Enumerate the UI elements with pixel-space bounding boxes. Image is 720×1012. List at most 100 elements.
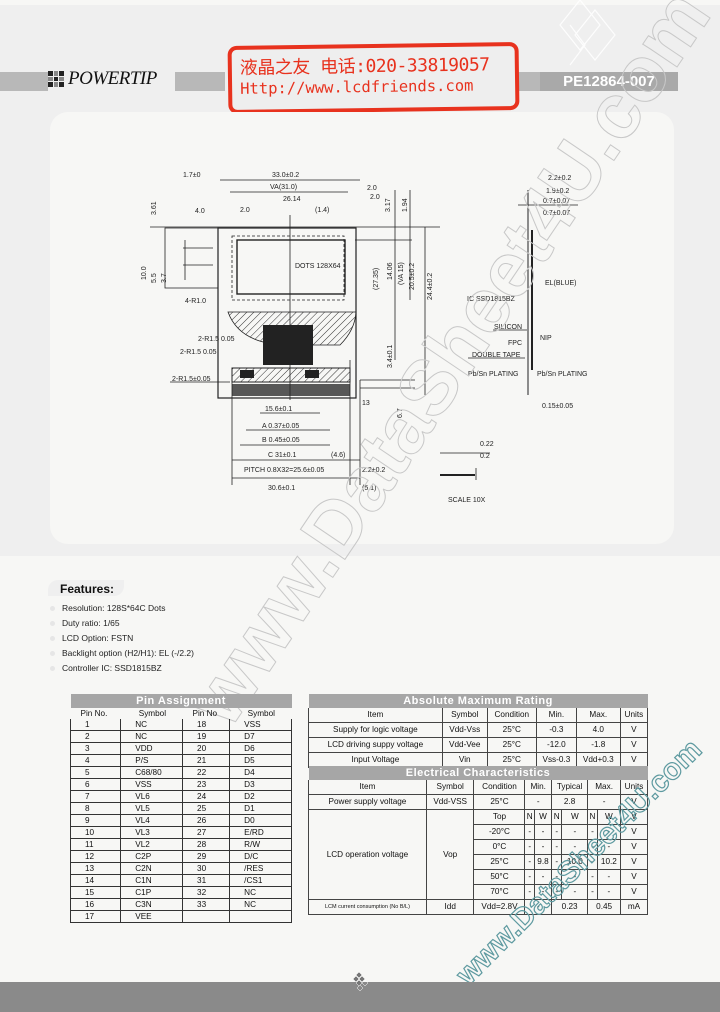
svg-text:0.7±0.07: 0.7±0.07: [543, 198, 570, 205]
cell: VSS: [229, 719, 292, 731]
cell: D7: [229, 730, 292, 743]
cell: C3N: [120, 898, 184, 911]
svg-text:4.0: 4.0: [195, 208, 205, 215]
cell: 10.2: [596, 854, 621, 870]
svg-text:3.61: 3.61: [151, 201, 158, 215]
cell: -1.8: [575, 737, 621, 753]
table-row: 70°C------V: [309, 884, 649, 900]
absolute-max-table: Absolute Maximum Rating Item Symbol Cond…: [308, 694, 649, 768]
col-header: Item: [308, 780, 427, 795]
cell: 9.8: [533, 854, 552, 870]
cell: 19: [182, 730, 231, 743]
cell: 28: [182, 838, 231, 851]
cell: Vdd-Vee: [441, 737, 488, 753]
header-bar-right: [515, 72, 540, 91]
features-list: Resolution: 128S*64C Dots Duty ratio: 1/…: [48, 601, 194, 676]
cell: 24: [182, 790, 231, 803]
cell: Vdd-VSS: [425, 794, 475, 810]
cell: Supply for logic voltage: [308, 722, 443, 738]
cell: 13: [69, 862, 122, 875]
svg-text:20.5±0.2: 20.5±0.2: [409, 263, 416, 290]
cell: C2N: [120, 862, 184, 875]
electrical-table: Electrical Characteristics Item Symbol C…: [308, 766, 649, 915]
svg-text:2-R1.5 0.05: 2-R1.5 0.05: [180, 349, 217, 356]
cell: 0.23: [550, 899, 589, 915]
cell: 10.0: [561, 854, 589, 870]
cell: 0°C: [473, 839, 526, 855]
cell: -: [587, 839, 598, 855]
cell: -: [533, 869, 552, 885]
col-header: Condition: [473, 780, 526, 795]
svg-text:1.9±0.2: 1.9±0.2: [546, 188, 569, 195]
col-header: Item: [308, 708, 443, 723]
cell: 2: [69, 730, 122, 743]
cell: 25°C: [486, 722, 537, 738]
cell: -: [587, 824, 598, 840]
cell: VEE: [120, 910, 184, 923]
cell: V: [619, 824, 649, 840]
cell: -: [524, 899, 552, 915]
cell: VL2: [120, 838, 184, 851]
cell: -: [561, 824, 589, 840]
svg-text:C 31±0.1: C 31±0.1: [268, 452, 296, 459]
svg-text:(1.4): (1.4): [315, 207, 329, 214]
cell: D6: [229, 742, 292, 755]
cell: 50°C: [473, 869, 526, 885]
cell: 26: [182, 814, 231, 827]
dim-left-tab: 1.7±0: [183, 172, 201, 179]
cell: D3: [229, 778, 292, 791]
cell: -: [561, 869, 589, 885]
diamond-pattern-decoration: [559, 0, 616, 66]
svg-text:(4.6): (4.6): [331, 452, 345, 459]
logo-icon: [48, 71, 64, 87]
cell: 16: [69, 898, 122, 911]
cell: -: [587, 854, 598, 870]
cell: /CS1: [229, 874, 292, 887]
cell: 29: [182, 850, 231, 863]
features-section: Features: Resolution: 128S*64C Dots Duty…: [48, 580, 194, 676]
features-title: Features:: [48, 580, 125, 596]
footer-bar: [0, 982, 720, 1012]
svg-text:SILICON: SILICON: [494, 324, 522, 331]
pin-table-title: Pin Assignment: [70, 694, 292, 708]
cell: LCD driving suppy voltage: [308, 737, 443, 753]
cell: LCD operation voltage: [308, 809, 427, 900]
col-header: Condition: [486, 708, 537, 723]
cell: -: [561, 839, 589, 855]
cell: -: [596, 824, 621, 840]
svg-text:2.2±0.2: 2.2±0.2: [548, 175, 571, 182]
cell: C1N: [120, 874, 184, 887]
svg-text:(27.35): (27.35): [373, 268, 380, 290]
cell: 6: [69, 778, 122, 791]
cell: 0.45: [587, 899, 621, 915]
cell: 11: [69, 838, 122, 851]
cell: V: [619, 839, 649, 855]
cell: 33: [182, 898, 231, 911]
cell: NC: [120, 730, 184, 743]
svg-text:24.4±0.2: 24.4±0.2: [427, 273, 434, 300]
part-number: PE12864-007: [540, 72, 678, 91]
col-header: Symbol: [138, 709, 167, 718]
svg-text:2.0: 2.0: [370, 194, 380, 201]
svg-text:Pb/Sn PLATING: Pb/Sn PLATING: [537, 371, 587, 378]
cell: 31: [182, 874, 231, 887]
cell: 14: [69, 874, 122, 887]
cell: 9: [69, 814, 122, 827]
cell: N: [524, 809, 535, 825]
cell: -: [587, 869, 598, 885]
col-header: Pin No.: [80, 709, 108, 718]
feature-item: Resolution: 128S*64C Dots: [48, 601, 194, 616]
svg-text:3.17: 3.17: [385, 198, 392, 212]
abs-table-title: Absolute Maximum Rating: [308, 694, 648, 708]
cell: -: [524, 884, 535, 900]
cell: 15: [69, 886, 122, 899]
feature-item: Backlight option (H2/H1): EL (-/2.2): [48, 646, 194, 661]
